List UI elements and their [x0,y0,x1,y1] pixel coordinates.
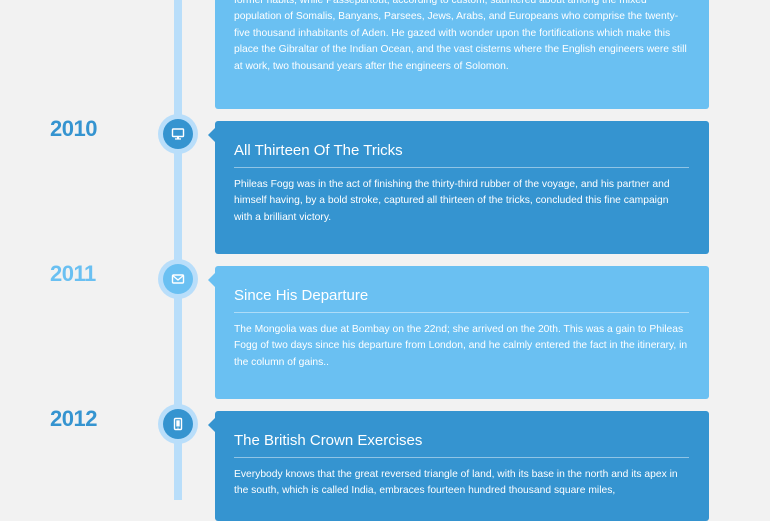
timeline-card: Since His Departure The Mongolia was due… [208,266,709,399]
timeline-card: former habits; while Passepartout, accor… [215,0,709,109]
card-body: former habits; while Passepartout, accor… [234,0,687,72]
timeline: former habits; while Passepartout, accor… [50,0,709,521]
timeline-card: All Thirteen Of The Tricks Phileas Fogg … [208,121,709,254]
card-title: Since His Departure [234,266,689,313]
timeline-card: The British Crown Exercises Everybody kn… [208,411,709,521]
year-label: 2011 [50,261,96,286]
card-body: The Mongolia was due at Bombay on the 22… [234,324,688,368]
year-label: 2010 [50,116,97,141]
card-title: The British Crown Exercises [234,411,689,458]
year-label: 2012 [50,406,97,431]
card-title: All Thirteen Of The Tricks [234,121,689,168]
card-pointer [208,128,215,142]
timeline-node [158,114,198,154]
card-pointer [208,273,215,287]
timeline-spine [174,0,182,500]
envelope-icon [163,264,193,294]
timeline-node [158,259,198,299]
tablet-icon [163,409,193,439]
card-pointer [208,418,215,432]
card-body: Phileas Fogg was in the act of finishing… [234,179,670,223]
card-body: Everybody knows that the great reversed … [234,469,678,497]
timeline-node [158,404,198,444]
monitor-icon [163,119,193,149]
